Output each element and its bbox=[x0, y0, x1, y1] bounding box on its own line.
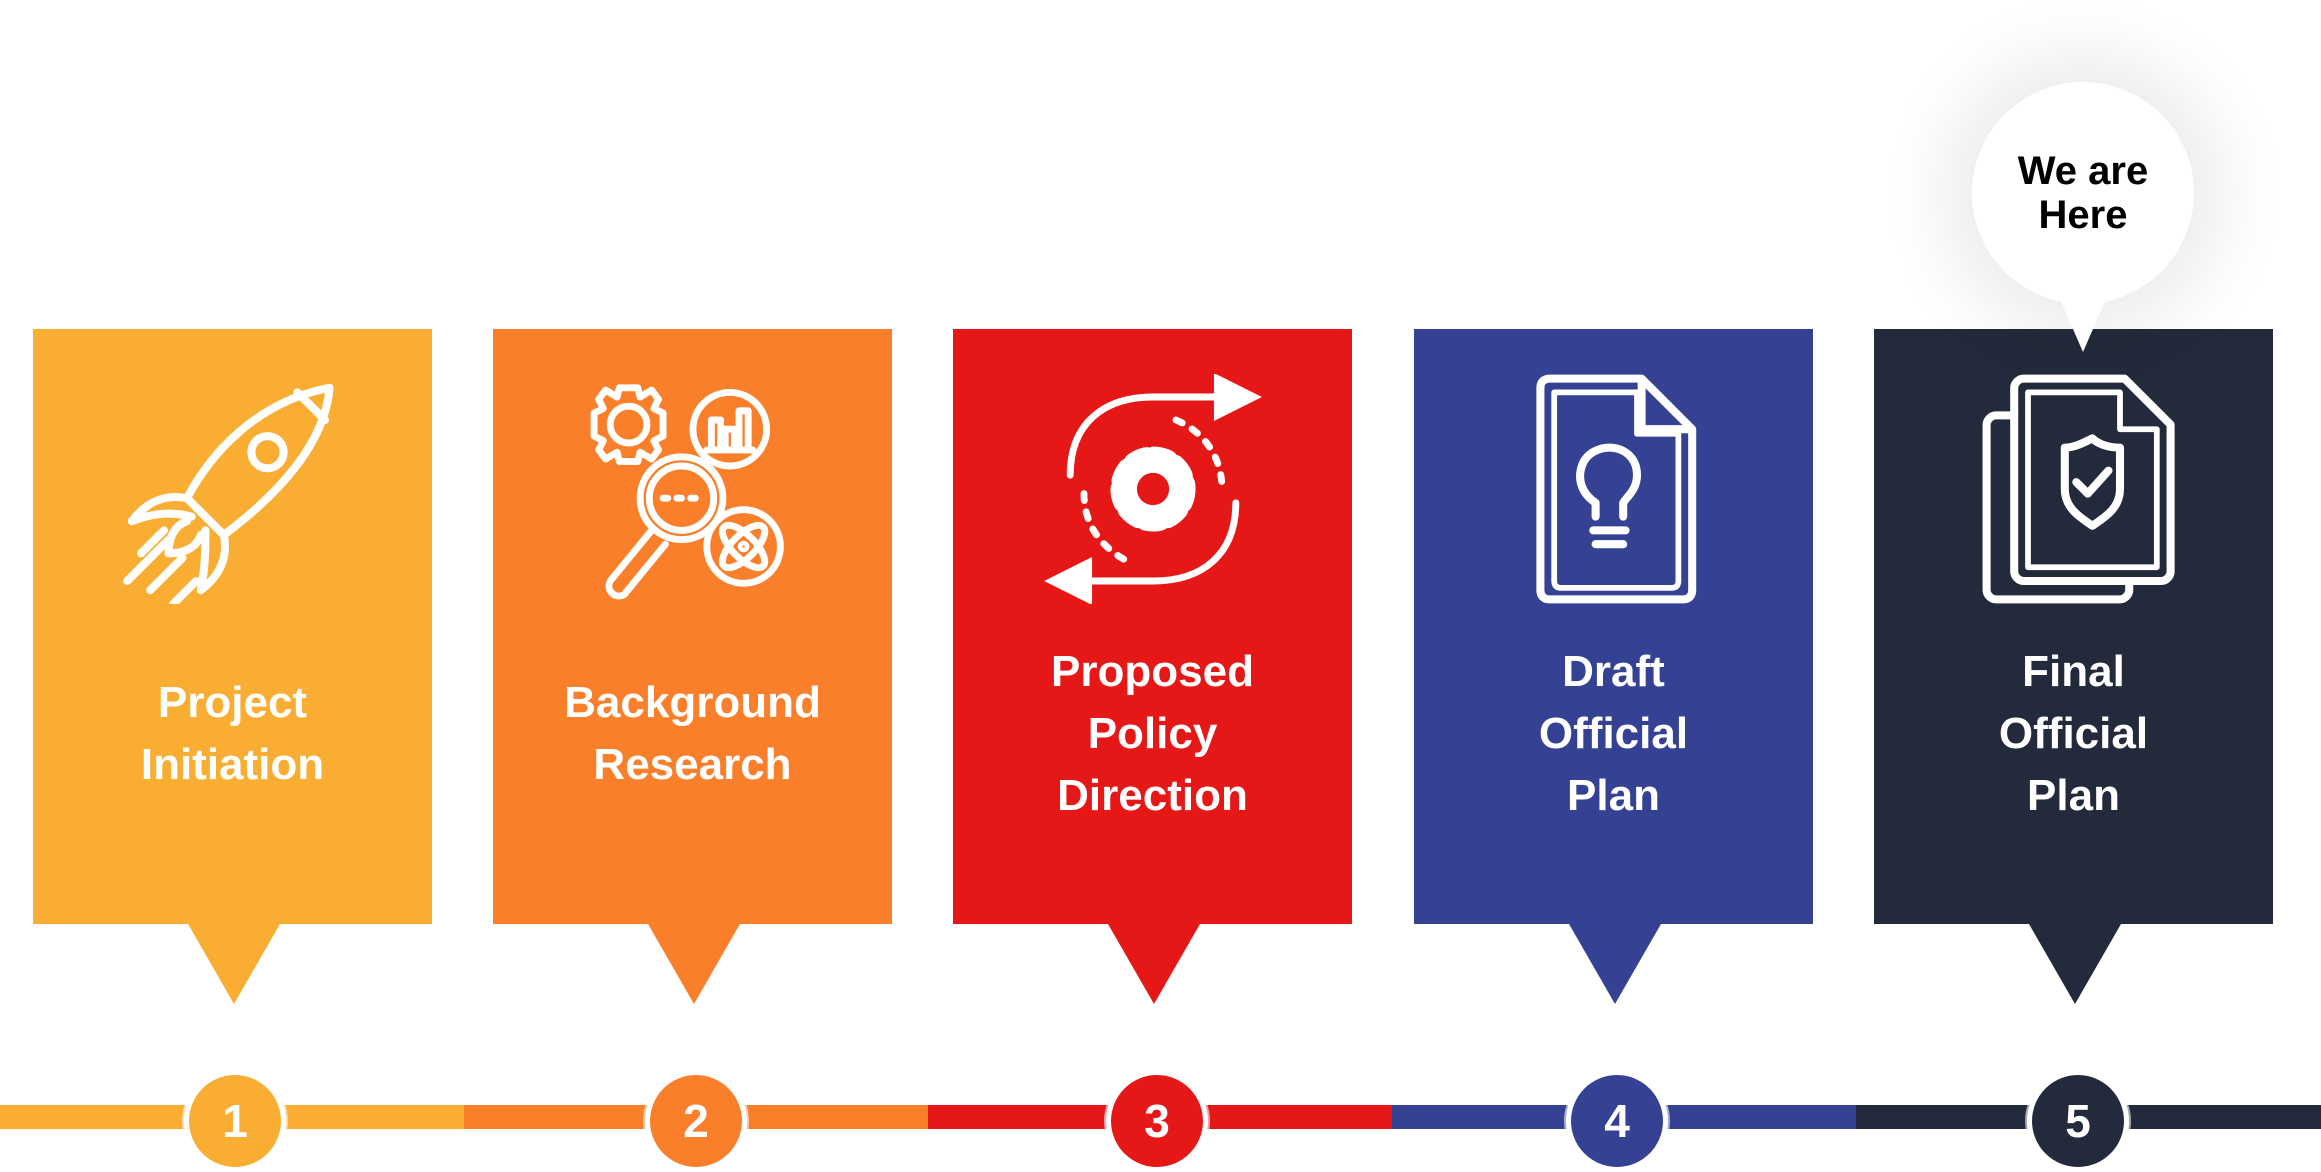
label-line: Official bbox=[1538, 709, 1689, 758]
step-card-3: Proposed Policy Direction bbox=[953, 329, 1352, 924]
step-label: Draft Official Plan bbox=[1414, 629, 1813, 839]
step-number-3: 3 bbox=[1106, 1070, 1208, 1172]
step-label: Proposed Policy Direction bbox=[953, 629, 1352, 839]
label-line: Research bbox=[593, 740, 792, 789]
cycle-gear-icon bbox=[1038, 374, 1268, 604]
label-line: Final bbox=[2022, 647, 2125, 696]
step-card-2: Background Research bbox=[493, 329, 892, 924]
step-card-1: Project Initiation bbox=[33, 329, 432, 924]
step-label: Background Research bbox=[493, 629, 892, 839]
step-number-1: 1 bbox=[184, 1070, 286, 1172]
label-line: Plan bbox=[1567, 771, 1660, 820]
label-line: Plan bbox=[2027, 771, 2120, 820]
step-number-5: 5 bbox=[2027, 1070, 2129, 1172]
rocket-icon bbox=[118, 374, 348, 604]
step-number-2: 2 bbox=[645, 1070, 747, 1172]
document-lightbulb-icon bbox=[1499, 374, 1729, 604]
label-line: Background bbox=[564, 678, 821, 727]
step-number-4: 4 bbox=[1566, 1070, 1668, 1172]
label-line: Direction bbox=[1057, 771, 1248, 820]
current-stage-marker: We are Here bbox=[1972, 82, 2194, 304]
research-icon bbox=[578, 374, 808, 604]
marker-pointer bbox=[2056, 290, 2110, 352]
marker-text: We are bbox=[2017, 149, 2149, 193]
label-line: Initiation bbox=[140, 740, 325, 789]
label-line: Project bbox=[157, 678, 308, 727]
step-card-4: Draft Official Plan bbox=[1414, 329, 1813, 924]
label-line: Official bbox=[1998, 709, 2149, 758]
label-line: Proposed bbox=[1051, 647, 1254, 696]
step-label: Project Initiation bbox=[33, 629, 432, 839]
step-label: Final Official Plan bbox=[1874, 629, 2273, 839]
step-card-5: Final Official Plan bbox=[1874, 329, 2273, 924]
card-pointer bbox=[1108, 924, 1200, 1004]
label-line: Draft bbox=[1562, 647, 1665, 696]
card-pointer bbox=[648, 924, 740, 1004]
documents-shield-icon bbox=[1959, 374, 2189, 604]
card-pointer bbox=[188, 924, 280, 1004]
card-pointer bbox=[1569, 924, 1661, 1004]
label-line: Policy bbox=[1087, 709, 1218, 758]
marker-text: Here bbox=[2038, 193, 2128, 237]
card-pointer bbox=[2029, 924, 2121, 1004]
